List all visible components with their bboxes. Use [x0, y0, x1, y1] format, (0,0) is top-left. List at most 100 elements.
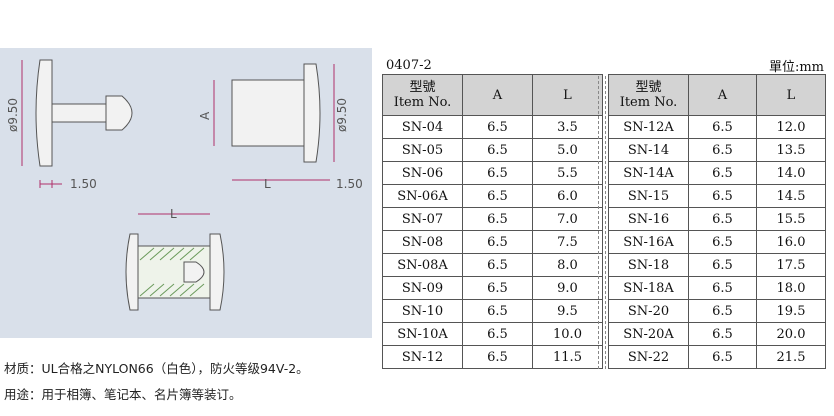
cell-a: 6.5 [688, 230, 757, 254]
cell-a: 6.5 [462, 161, 533, 185]
header-item-no-label: Item No. [619, 95, 678, 110]
dim-diameter-2: ø9.50 [335, 98, 349, 132]
technical-drawing: ø9.50 1.50 A L 1.50 ø9.50 L [0, 48, 372, 338]
cell-item-no: SN-12A [608, 115, 689, 139]
dim-l-2: L [170, 207, 177, 221]
cell-item-no: SN-20A [608, 322, 689, 346]
cell-item-no: SN-16 [608, 207, 689, 231]
cell-a: 6.5 [688, 184, 757, 208]
cell-l: 18.0 [756, 276, 826, 300]
cell-a: 6.5 [462, 184, 533, 208]
cell-item-no: SN-18A [608, 276, 689, 300]
dim-a: A [198, 111, 212, 120]
cell-a: 6.5 [688, 138, 757, 162]
cell-item-no: SN-05 [382, 138, 463, 162]
cell-l: 5.0 [532, 138, 603, 162]
header-l: L [532, 74, 603, 116]
product-code: 0407-2 [386, 58, 432, 73]
cell-a: 6.5 [688, 207, 757, 231]
sleeve-body [231, 79, 305, 147]
table-separator [598, 76, 606, 369]
cell-a: 6.5 [462, 138, 533, 162]
rivet-head-1 [35, 59, 53, 167]
cell-a: 6.5 [688, 276, 757, 300]
cell-l: 12.0 [756, 115, 826, 139]
cell-a: 6.5 [688, 161, 757, 185]
cell-item-no: SN-08A [382, 253, 463, 277]
assembly-head-right [209, 233, 225, 311]
cell-item-no: SN-07 [382, 207, 463, 231]
header-a: A [462, 74, 533, 116]
header-type: 型號 [635, 80, 662, 95]
cell-item-no: SN-16A [608, 230, 689, 254]
dimension-lines [21, 60, 335, 215]
cell-l: 15.5 [756, 207, 826, 231]
cell-l: 8.0 [532, 253, 603, 277]
cell-item-no: SN-10A [382, 322, 463, 346]
rivet-tip-1 [105, 95, 133, 131]
cell-a: 6.5 [688, 322, 757, 346]
cell-item-no: SN-08 [382, 230, 463, 254]
rivet-shank-1 [51, 103, 107, 123]
cell-a: 6.5 [462, 115, 533, 139]
dim-diameter-1: ø9.50 [6, 98, 20, 132]
cell-l: 17.5 [756, 253, 826, 277]
cell-l: 10.0 [532, 322, 603, 346]
dim-thickness-1: 1.50 [70, 177, 97, 191]
cell-item-no: SN-06 [382, 161, 463, 185]
dim-l-1: L [264, 177, 271, 191]
hatching [139, 247, 205, 297]
material-line: 材质：UL合格之NYLON66（白色），防火等级94V-2。 [4, 361, 309, 376]
cell-item-no: SN-10 [382, 299, 463, 323]
cell-item-no: SN-14 [608, 138, 689, 162]
cell-a: 6.5 [688, 299, 757, 323]
cell-l: 20.0 [756, 322, 826, 346]
cell-item-no: SN-06A [382, 184, 463, 208]
header-item-no-label: Item No. [393, 95, 452, 110]
cell-l: 21.5 [756, 345, 826, 369]
cell-item-no: SN-15 [608, 184, 689, 208]
cell-a: 6.5 [462, 322, 533, 346]
cell-a: 6.5 [462, 207, 533, 231]
dim-thickness-2: 1.50 [336, 177, 363, 191]
cell-item-no: SN-09 [382, 276, 463, 300]
cell-item-no: SN-22 [608, 345, 689, 369]
header-item-no: 型號 Item No. [608, 74, 689, 116]
cell-l: 7.5 [532, 230, 603, 254]
cell-a: 6.5 [688, 253, 757, 277]
header-type: 型號 [409, 80, 436, 95]
cell-a: 6.5 [462, 253, 533, 277]
cell-item-no: SN-18 [608, 253, 689, 277]
cell-item-no: SN-12 [382, 345, 463, 369]
cell-l: 5.5 [532, 161, 603, 185]
cell-a: 6.5 [462, 230, 533, 254]
cell-a: 6.5 [688, 345, 757, 369]
cell-l: 11.5 [532, 345, 603, 369]
cell-l: 3.5 [532, 115, 603, 139]
assembly-rivet-tip [183, 261, 205, 283]
cell-l: 9.0 [532, 276, 603, 300]
cell-item-no: SN-04 [382, 115, 463, 139]
cell-l: 7.0 [532, 207, 603, 231]
spec-text: 材质：UL合格之NYLON66（白色），防火等级94V-2。 用途：用于相簿、笔… [0, 356, 372, 416]
cell-a: 6.5 [462, 345, 533, 369]
cell-l: 13.5 [756, 138, 826, 162]
